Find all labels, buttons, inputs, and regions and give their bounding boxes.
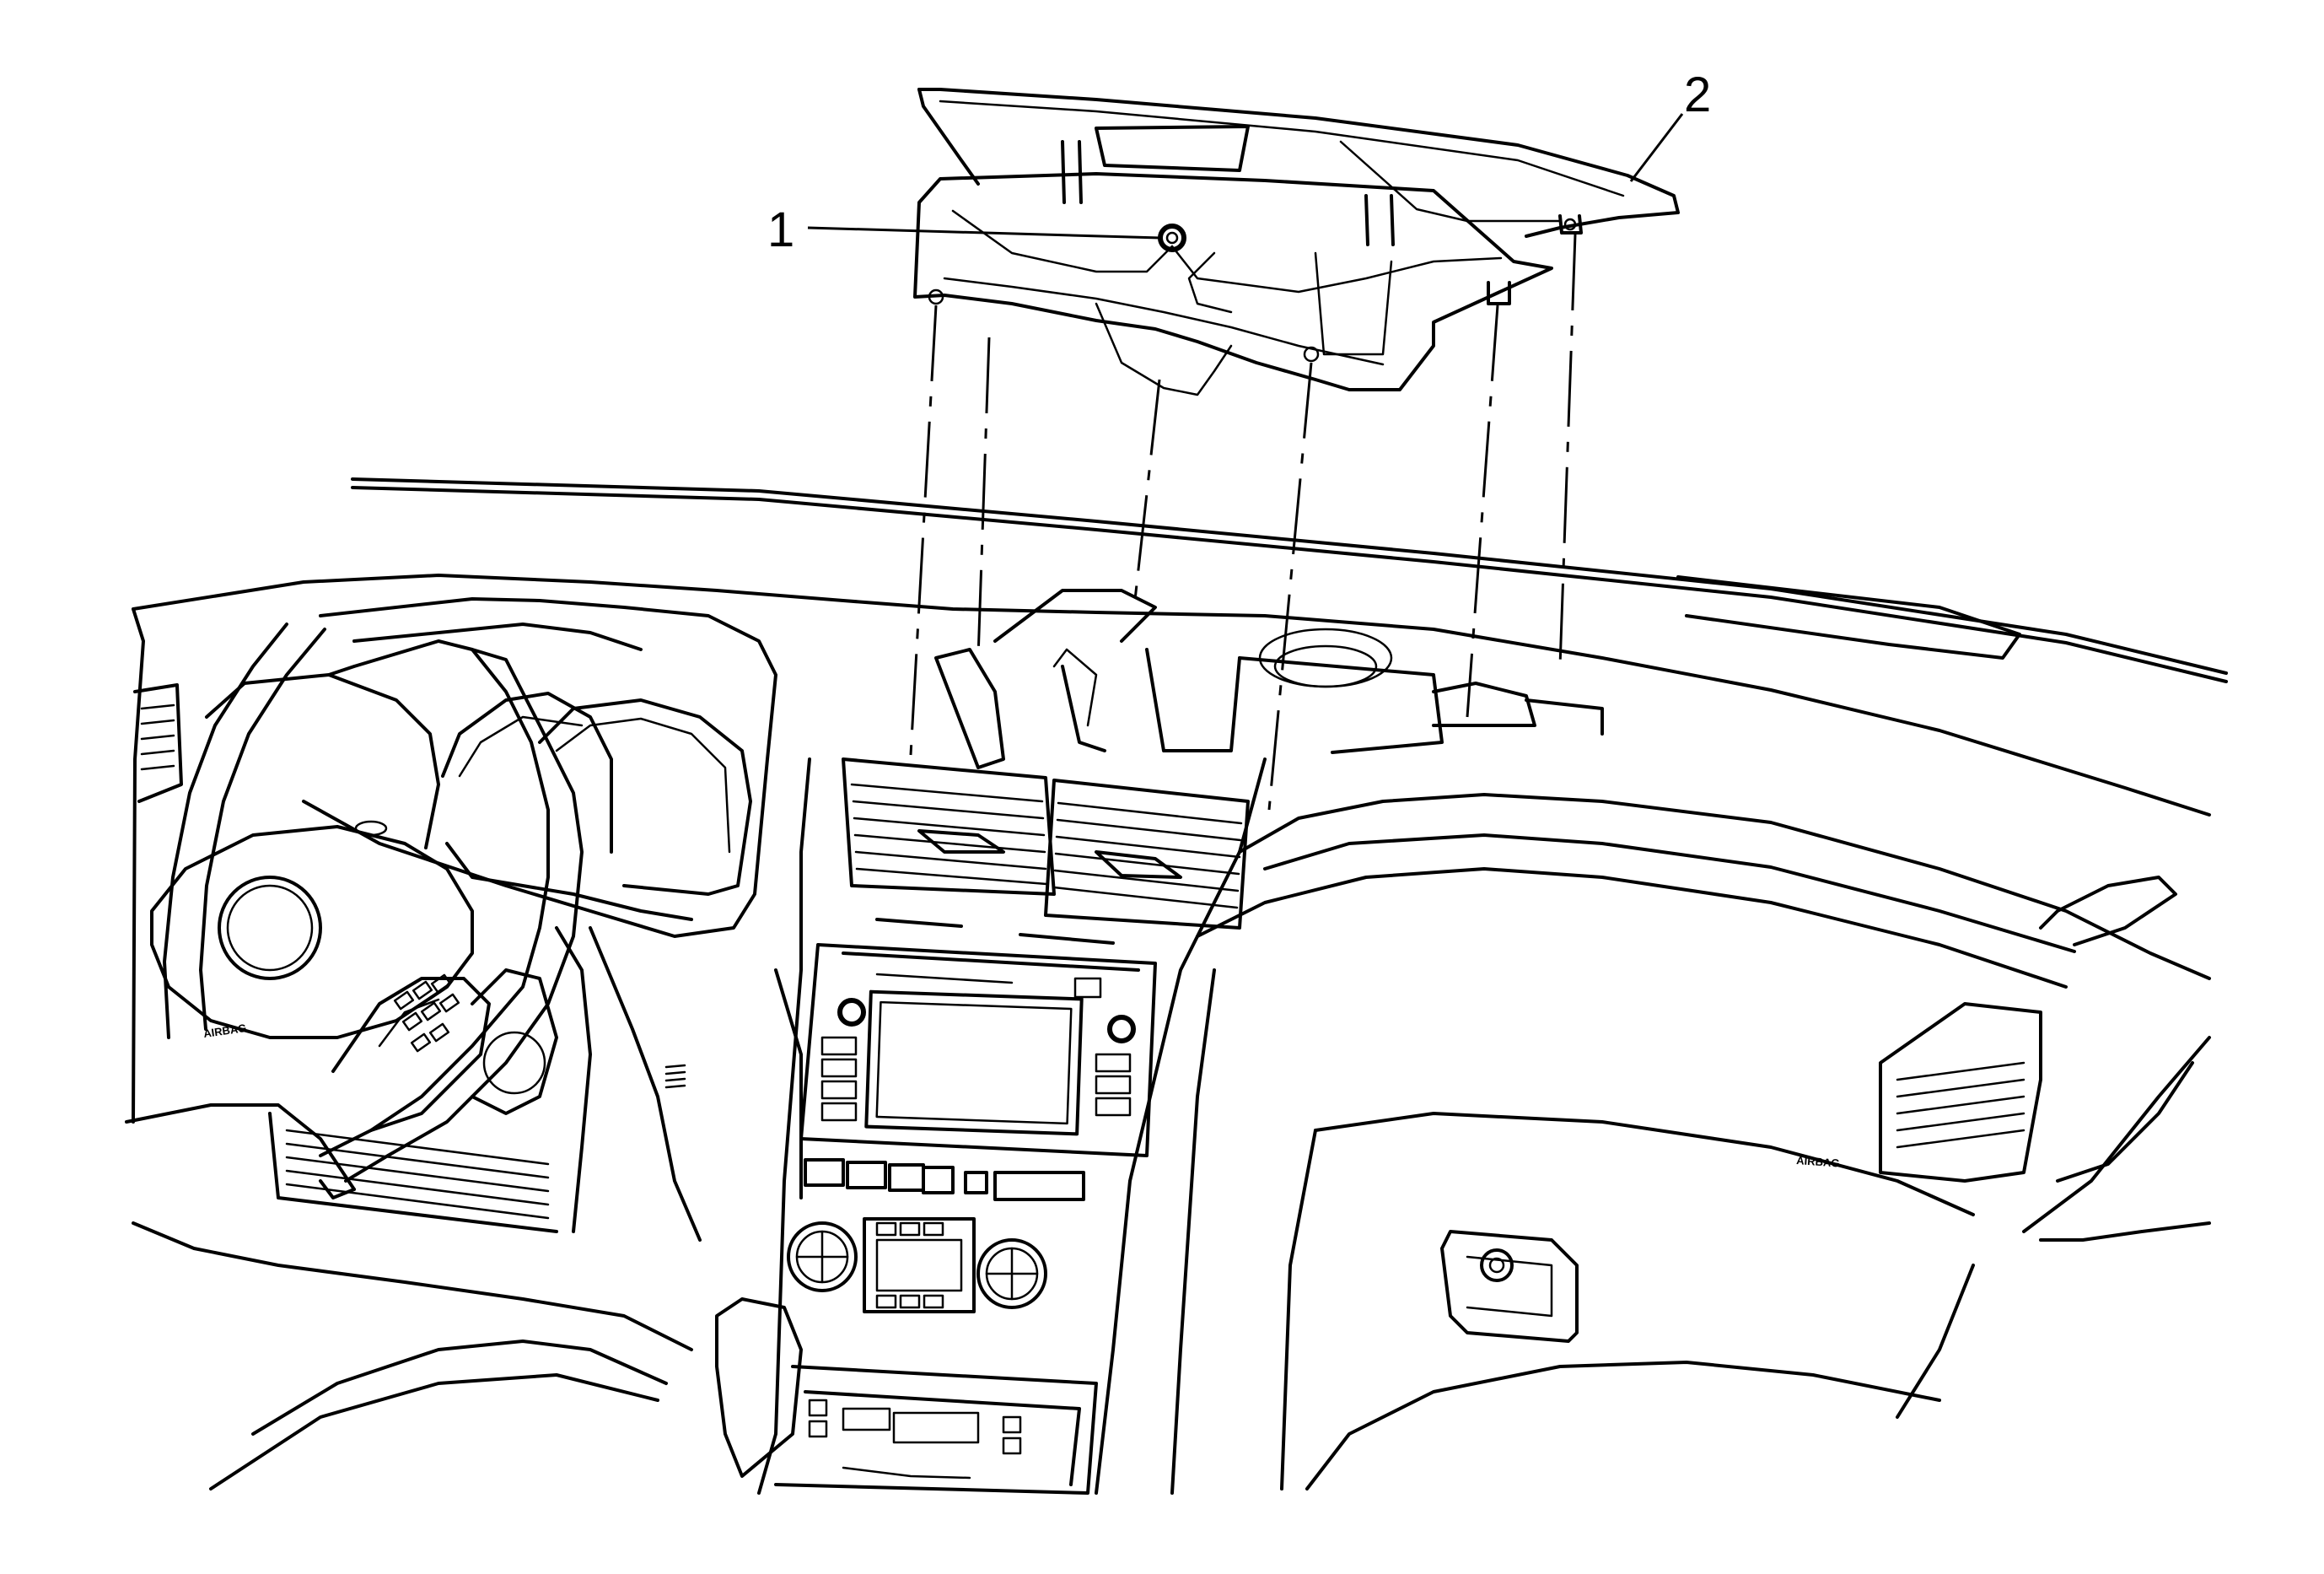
upper-trim-panel	[917, 88, 1680, 246]
dashboard-top	[132, 574, 2211, 817]
steering-wheel-buttons	[393, 973, 460, 1053]
steering-wheel-airbag-badge: AIRBAG	[202, 1021, 247, 1040]
radio-right-buttons	[1095, 1053, 1132, 1117]
climate-display-buttons	[875, 1221, 944, 1309]
radio-left-buttons	[820, 1036, 858, 1122]
left-vent-slats	[140, 703, 175, 771]
driver-lower-panel	[132, 607, 803, 1490]
right-center-vent-slats	[1052, 801, 1243, 909]
steering-wheel: AIRBAG	[125, 623, 584, 1199]
passenger-dash: AIRBAG	[1170, 793, 2211, 1495]
dash-airbag-badge: AIRBAG	[1796, 1154, 1840, 1170]
climate-buttons	[804, 1158, 1085, 1201]
center-air-vents	[842, 757, 1250, 945]
center-stack	[757, 757, 1267, 1495]
alignment-lines	[909, 234, 1577, 811]
small-grille	[664, 1064, 686, 1089]
callout-1-label: 1	[767, 202, 794, 257]
passenger-vent-slats	[1896, 1061, 2025, 1149]
lower-duct-bezel	[913, 172, 1553, 396]
lower-console	[715, 1297, 1098, 1495]
callout-2-label: 2	[1684, 67, 1711, 122]
instrument-cluster	[205, 597, 777, 938]
callout-leaders	[807, 113, 1684, 240]
lower-vent-grille	[285, 1129, 550, 1220]
windshield-trim	[351, 477, 2228, 683]
left-center-vent-slats	[850, 783, 1048, 886]
